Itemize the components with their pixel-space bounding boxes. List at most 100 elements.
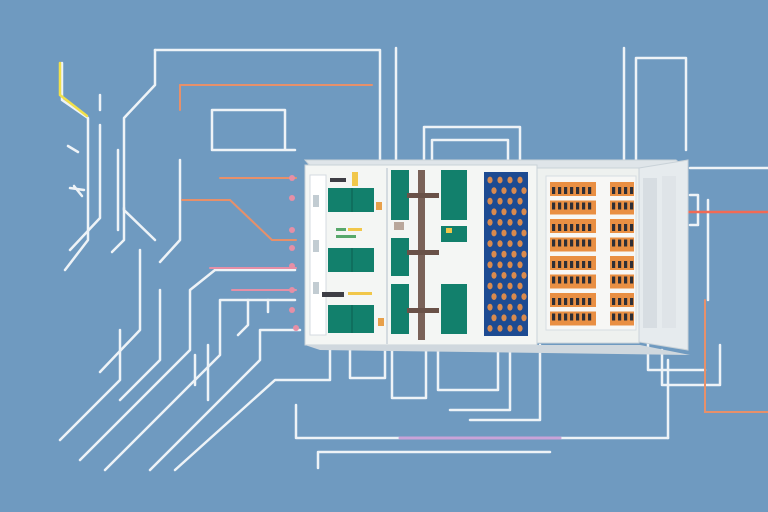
rack-pin: [588, 224, 592, 231]
terminal-dot: [289, 195, 295, 201]
panel-dot: [517, 240, 523, 248]
panel-dot: [507, 240, 513, 248]
trace: [158, 158, 182, 264]
rack-pin: [552, 187, 556, 194]
cross-rail: [407, 193, 439, 198]
panel-dot: [501, 208, 507, 216]
panel-dot: [511, 229, 517, 237]
rack-pin: [552, 298, 556, 305]
rack-pin: [570, 187, 574, 194]
panel-dot: [491, 187, 497, 195]
rack-pin: [558, 239, 562, 247]
rack-pin: [576, 239, 580, 247]
rack-pin: [558, 261, 562, 268]
rack-pin: [612, 276, 616, 284]
colored-traces: [58, 61, 768, 440]
strip-slot: [313, 195, 319, 207]
panel-dot: [497, 176, 503, 184]
panel-dot: [491, 314, 497, 322]
chip-green: [441, 284, 467, 334]
side-vent: [662, 176, 676, 328]
trace: [390, 343, 428, 400]
trace: [316, 450, 552, 470]
rack-pin: [624, 239, 628, 247]
rack-pin: [624, 224, 628, 231]
rack-pin: [570, 239, 574, 247]
rack-pin: [552, 239, 556, 247]
rack-pin: [612, 202, 616, 210]
trace: [103, 298, 297, 472]
panel-dot: [511, 272, 517, 279]
strip-slot: [313, 240, 319, 252]
rack-pin: [570, 276, 574, 284]
panel-dot: [487, 325, 493, 332]
rack-pin: [630, 313, 634, 321]
trace-orange: [181, 199, 297, 241]
chip-green: [328, 305, 374, 333]
panel-dot: [507, 219, 513, 226]
trace-orange: [704, 299, 768, 413]
panel-dot: [517, 197, 523, 205]
panel-dot: [487, 240, 493, 248]
component: [336, 228, 346, 231]
panel-dot: [517, 219, 523, 226]
trace: [348, 343, 387, 380]
terminal-dot: [289, 175, 295, 181]
rack-pin: [630, 298, 634, 305]
trace: [78, 268, 297, 462]
rack-pin: [564, 224, 568, 231]
rack-row: [610, 182, 634, 196]
rack-pin: [576, 187, 580, 194]
rack-pin: [576, 224, 580, 231]
component: [378, 318, 384, 326]
rack-pin: [558, 298, 562, 305]
rack-pin: [630, 276, 634, 284]
rack-pin: [582, 239, 586, 247]
rack-pin: [624, 202, 628, 210]
trace: [122, 48, 157, 242]
cross-rail: [407, 250, 439, 255]
panel-dot: [521, 229, 527, 237]
rack-pin: [618, 261, 622, 268]
panel-dot: [497, 303, 503, 311]
trace: [98, 248, 142, 374]
panel-dot: [507, 261, 513, 269]
rack-pin: [612, 298, 616, 305]
component: [322, 292, 344, 297]
panel-dot: [507, 197, 513, 205]
panel-dot: [487, 176, 493, 184]
panel-dot: [517, 325, 523, 332]
rack-pin: [564, 202, 568, 210]
terminal-dots: [289, 175, 299, 331]
rack-pin: [564, 313, 568, 321]
rack-pin: [582, 224, 586, 231]
panel-dot: [497, 219, 503, 226]
rack-pin: [618, 276, 622, 284]
terminal-dot: [289, 307, 295, 313]
panel-dot: [487, 197, 493, 205]
chip-green: [391, 284, 409, 334]
rack-pin: [582, 202, 586, 210]
panel-dot: [517, 176, 523, 184]
trace: [468, 343, 542, 422]
panel-dot: [501, 314, 507, 322]
chip-green: [391, 238, 409, 276]
panel-dot: [521, 250, 527, 258]
rack-pin: [618, 239, 622, 247]
rack-pin: [570, 261, 574, 268]
trace: [153, 48, 382, 162]
panel-dot: [517, 261, 523, 269]
panel-dot: [497, 261, 503, 269]
panel-dot: [511, 208, 517, 216]
rack-row: [610, 256, 634, 270]
rack-pin: [558, 276, 562, 284]
component: [376, 202, 382, 210]
trace: [210, 108, 297, 152]
rack-pin: [576, 276, 580, 284]
panel-dot: [487, 303, 493, 311]
rack-pin: [576, 202, 580, 210]
rack-pin: [564, 187, 568, 194]
rack-pin: [612, 261, 616, 268]
panel-dot: [511, 187, 517, 195]
